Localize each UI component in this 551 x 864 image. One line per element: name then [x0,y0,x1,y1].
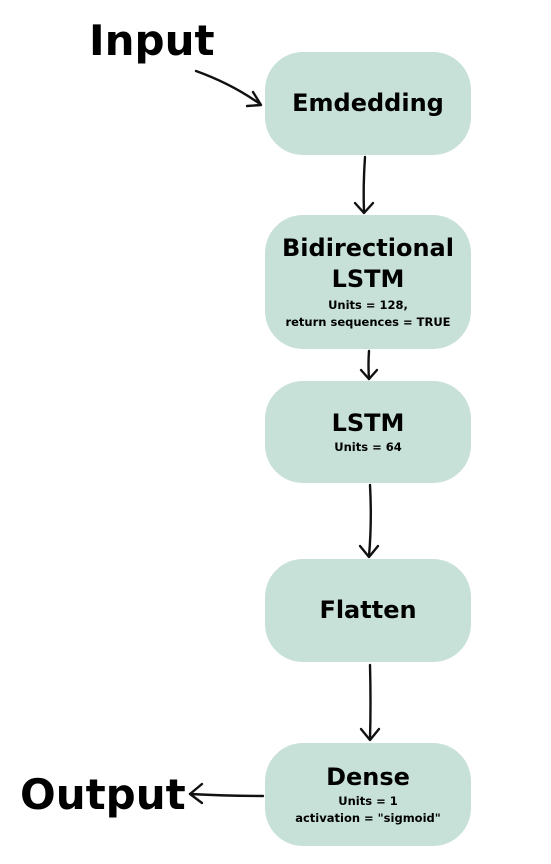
node-bidirectional-lstm-return-sequences: return sequences = TRUE [285,315,451,330]
node-dense-activation: activation = "sigmoid" [295,811,441,826]
input-label: Input [89,16,215,65]
node-dense: Dense Units = 1 activation = "sigmoid" [265,743,471,846]
node-bidirectional-lstm-title: Bidirectional LSTM [282,233,454,293]
arrow-input-to-embedding [194,69,263,108]
node-lstm: LSTM Units = 64 [265,381,471,483]
node-lstm-units: Units = 64 [334,439,402,454]
arrow-bilstm-to-lstm [359,349,379,381]
node-flatten: Flatten [265,559,471,662]
output-label: Output [20,770,186,819]
arrow-lstm-to-flatten [358,483,380,559]
node-dense-units: Units = 1 [338,793,398,808]
node-lstm-title: LSTM [331,408,405,437]
node-bidirectional-lstm: Bidirectional LSTM Units = 128, return s… [265,215,471,349]
node-embedding-title: Emdedding [292,88,444,117]
node-embedding: Emdedding [265,52,471,155]
node-dense-title: Dense [326,762,410,791]
node-flatten-title: Flatten [319,595,417,624]
arrow-dense-to-output [188,782,265,805]
arrow-embedding-to-bilstm [353,155,375,215]
node-bidirectional-lstm-units: Units = 128, [328,297,408,312]
arrow-flatten-to-dense [359,663,381,742]
